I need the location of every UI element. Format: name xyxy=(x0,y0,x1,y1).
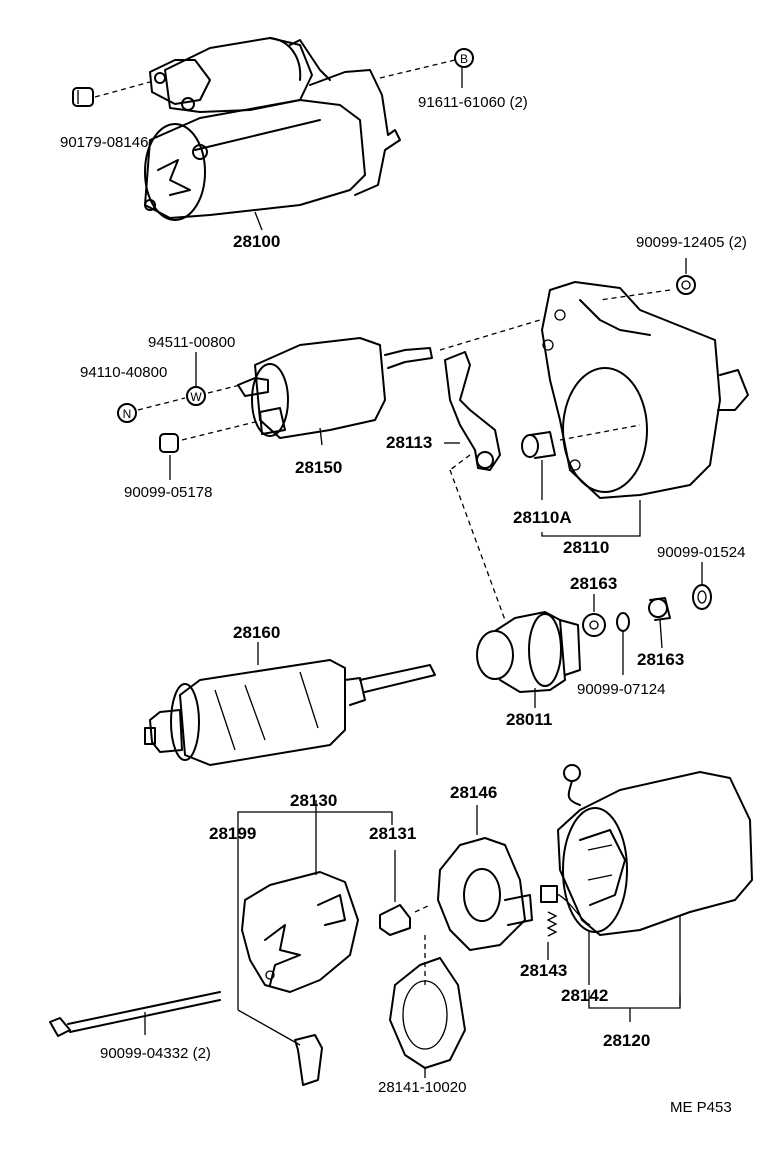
label-28130: 28130 xyxy=(290,791,337,810)
marker-w: W xyxy=(190,390,202,404)
label-28199: 28199 xyxy=(209,824,256,843)
yoke-28120-drawing xyxy=(557,764,753,1022)
label-28143: 28143 xyxy=(520,961,567,980)
label-28110A: 28110A xyxy=(513,508,572,527)
label-90099-05178: 90099-05178 xyxy=(124,484,212,501)
label-28146: 28146 xyxy=(450,783,497,802)
nut-90179-08146-drawing xyxy=(72,87,94,107)
label-90099-04332: 90099-04332 (2) xyxy=(100,1045,211,1062)
label-28163-bottom: 28163 xyxy=(637,650,684,669)
label-28150: 28150 xyxy=(295,458,342,477)
page-reference: ME P453 xyxy=(670,1099,732,1116)
drive-housing-28110-drawing xyxy=(521,258,749,537)
label-28110: 28110 xyxy=(563,538,609,557)
label-90179-08146: 90179-08146 xyxy=(60,134,148,151)
label-94511-00800: 94511-00800 xyxy=(148,334,235,351)
label-28141-10020: 28141-10020 xyxy=(378,1079,466,1096)
label-28100: 28100 xyxy=(233,232,280,251)
end-frame-28130-drawing xyxy=(49,800,431,1086)
label-94110-40800: 94110-40800 xyxy=(80,364,167,381)
label-91611-61060: 91611-61060 (2) xyxy=(418,94,528,111)
label-28163-top: 28163 xyxy=(570,574,617,593)
drive-lever-28113-drawing xyxy=(444,351,506,621)
label-28120: 28120 xyxy=(603,1031,650,1050)
armature-28160-drawing xyxy=(144,642,436,766)
label-28160: 28160 xyxy=(233,623,280,642)
label-28011: 28011 xyxy=(506,710,552,729)
marker-b: B xyxy=(460,52,468,66)
label-90099-01524: 90099-01524 xyxy=(657,544,745,561)
solenoid-28150-drawing: N W xyxy=(117,319,541,480)
label-28113: 28113 xyxy=(386,433,432,452)
label-28142: 28142 xyxy=(561,986,608,1005)
label-90099-07124: 90099-07124 xyxy=(577,681,665,698)
brush-holder-28146-drawing xyxy=(389,805,591,1078)
label-90099-12405: 90099-12405 (2) xyxy=(636,234,747,251)
starter-assembly-drawing: B xyxy=(72,37,474,231)
label-28131: 28131 xyxy=(369,824,416,843)
marker-n: N xyxy=(123,407,132,421)
clutch-28011-drawing xyxy=(476,562,712,708)
